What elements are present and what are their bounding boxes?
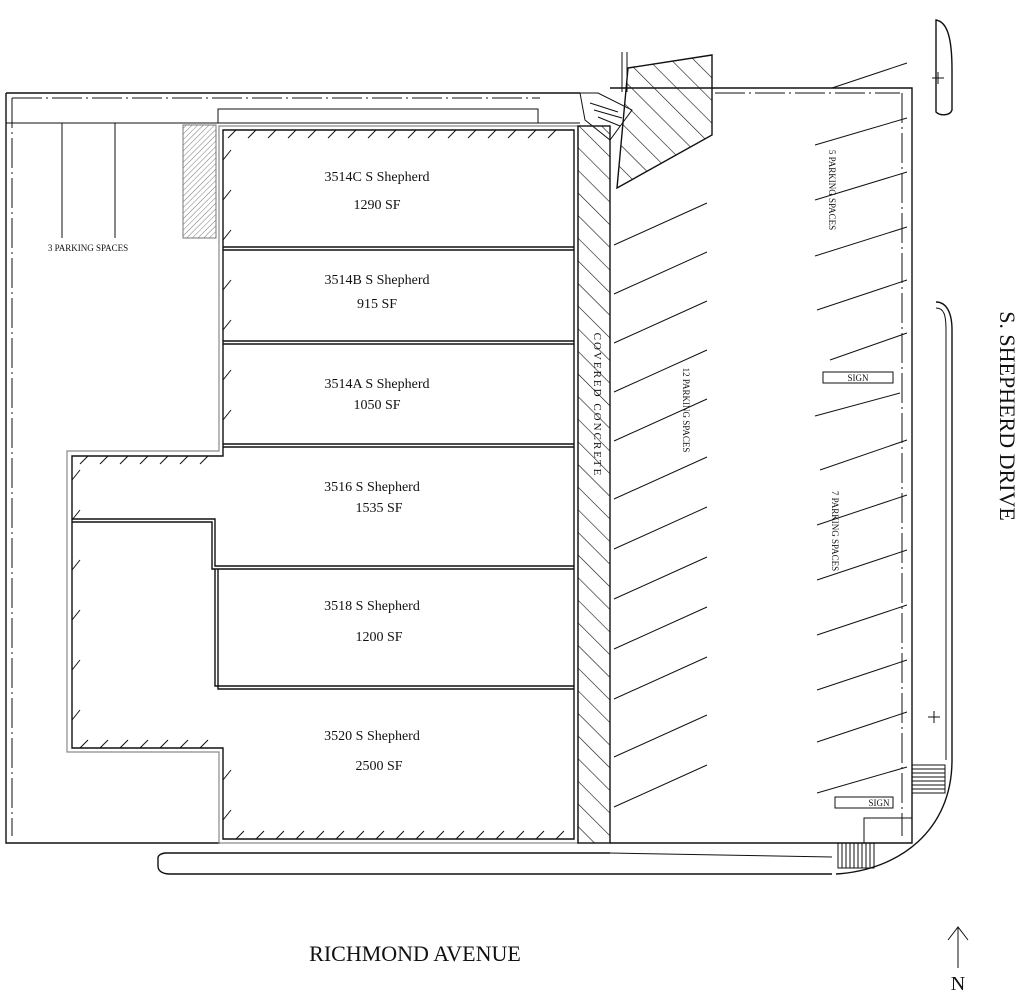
walkway-label: COVERED CONCRETE — [591, 333, 603, 478]
unit-area: 1200 SF — [355, 630, 402, 645]
unit-name: 3520 S Shepherd — [324, 729, 420, 744]
wall-hatch-top — [227, 129, 557, 139]
steps-east — [911, 764, 946, 794]
unit-name: 3516 S Shepherd — [324, 480, 420, 495]
sign-box — [834, 796, 894, 809]
ramp-east — [863, 817, 912, 843]
curb-east — [835, 301, 953, 875]
street-label-south: RICHMOND AVENUE — [309, 941, 521, 966]
parking-label-middle: 12 PARKING SPACES — [681, 368, 691, 453]
pole-marker — [932, 72, 944, 84]
parking-label-east-top: 5 PARKING SPACES — [827, 150, 837, 230]
unit-area: 1050 SF — [353, 398, 400, 413]
entrance-steps — [579, 92, 633, 141]
unit-wall — [214, 569, 574, 690]
curb-south — [157, 852, 832, 875]
parking-stripes-middle — [613, 202, 708, 808]
curb-east-inner — [935, 307, 947, 760]
unit-wall — [72, 518, 574, 570]
sign-label: SIGN — [847, 373, 869, 383]
unit-area: 1535 SF — [355, 501, 402, 516]
street-label-east: S. SHEPHERD DRIVE — [995, 311, 1020, 521]
north-arrow-icon — [947, 926, 969, 968]
wall-hatch-mid — [71, 455, 209, 749]
unit-area: 915 SF — [357, 297, 397, 312]
median-island — [935, 19, 953, 116]
rear-structure — [217, 108, 539, 124]
unit-area: 1290 SF — [353, 198, 400, 213]
wall-hatch-left-upper — [222, 149, 232, 421]
steps-southeast — [837, 842, 875, 869]
sign-label: SIGN — [868, 798, 890, 808]
north-label: N — [951, 973, 965, 995]
pole-marker — [928, 711, 940, 723]
unit-name: 3518 S Shepherd — [324, 599, 420, 614]
unit-name: 3514B S Shepherd — [325, 273, 430, 288]
unit-name: 3514C S Shepherd — [325, 170, 430, 185]
sign-box — [822, 371, 894, 384]
unit-name: 3514A S Shepherd — [325, 377, 430, 392]
parking-label-east-bottom: 7 PARKING SPACES — [830, 491, 840, 571]
building-outline — [66, 125, 579, 844]
property-line-east — [610, 87, 913, 844]
parking-label-west: 3 PARKING SPACES — [48, 243, 128, 253]
entrance-hatch — [616, 54, 713, 190]
east-lot-edge — [609, 852, 833, 858]
building-outline-inner — [71, 129, 575, 840]
unit-area: 2500 SF — [355, 759, 402, 774]
covered-concrete-walkway — [577, 125, 611, 844]
parking-stripes-east — [814, 62, 908, 794]
wall-hatch-bottom — [222, 769, 565, 840]
property-line-west — [5, 92, 580, 844]
dumpster-hatch — [182, 124, 217, 239]
